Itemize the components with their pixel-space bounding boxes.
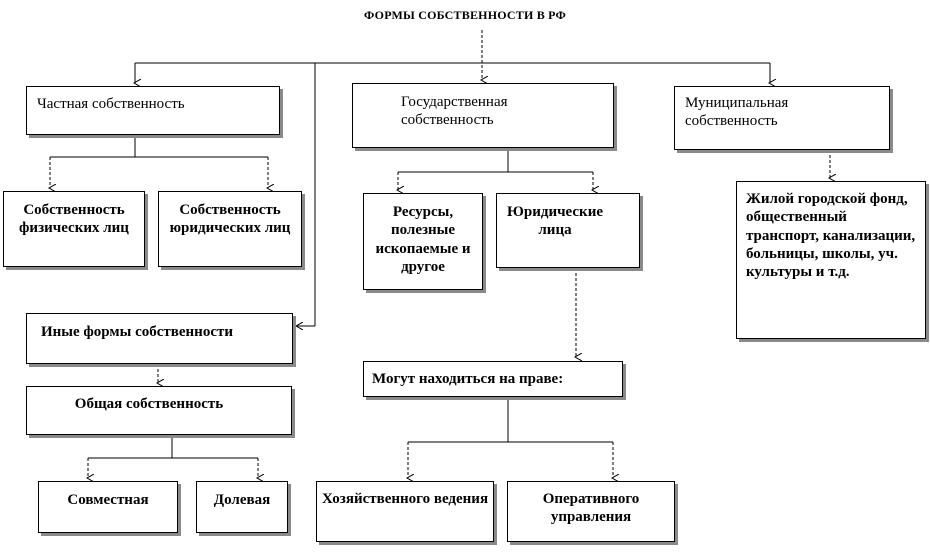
- node-municipal-label: Муниципальная собственность: [685, 95, 789, 130]
- node-shared: Долевая: [196, 481, 288, 533]
- node-common-label: Общая собственность: [74, 396, 224, 412]
- node-legal-entities: Собственность юридических лиц: [158, 191, 302, 267]
- node-other: Иные формы собственности: [26, 313, 293, 364]
- node-joint: Совместная: [38, 481, 178, 533]
- node-state-legal-label: Юридические лица: [506, 204, 603, 239]
- node-municipal: Муниципальная собственность: [674, 86, 890, 150]
- node-economic-label: Хозяйственного ведения: [321, 491, 489, 507]
- node-municipal-list-label: Жилой городской фонд, общественный транс…: [746, 191, 916, 281]
- node-state-label: Государственная собственность: [401, 94, 508, 129]
- node-common: Общая собственность: [26, 386, 292, 435]
- node-shared-label: Долевая: [213, 492, 271, 508]
- node-other-label: Иные формы собственности: [41, 324, 233, 340]
- node-state-legal: Юридические лица: [496, 193, 640, 268]
- node-right-label: Могут находиться на праве:: [372, 371, 564, 387]
- node-state: Государственная собственность: [352, 83, 614, 148]
- diagram-title: ФОРМЫ СОБСТВЕННОСТИ В РФ: [364, 8, 566, 22]
- node-private-label: Частная собственность: [37, 96, 185, 112]
- node-resources-label: Ресурсы, полезные ископаемые и другое: [375, 204, 471, 275]
- node-private: Частная собственность: [26, 86, 280, 135]
- node-individuals-label: Собственность физических лиц: [19, 202, 129, 237]
- node-economic: Хозяйственного ведения: [316, 481, 494, 542]
- node-operational-label: Оперативного управления: [542, 491, 640, 526]
- node-joint-label: Совместная: [67, 492, 149, 508]
- node-municipal-list: Жилой городской фонд, общественный транс…: [736, 181, 926, 339]
- node-resources: Ресурсы, полезные ископаемые и другое: [363, 193, 483, 290]
- node-operational: Оперативного управления: [507, 481, 675, 542]
- node-legal-entities-label: Собственность юридических лиц: [169, 202, 291, 237]
- node-right: Могут находиться на праве:: [363, 361, 623, 397]
- node-individuals: Собственность физических лиц: [3, 191, 145, 267]
